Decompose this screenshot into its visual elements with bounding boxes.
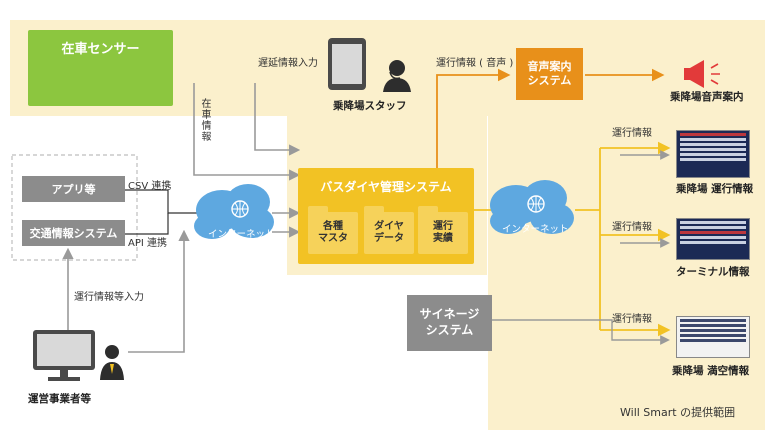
transit-label: 交通情報システム xyxy=(29,227,118,240)
voice-guidance-system-box: 音声案内 システム xyxy=(516,48,583,100)
run-info-voice-label: 運行情報 ( 音声 ) xyxy=(436,58,514,69)
signage-label: サイネージ システム xyxy=(419,307,480,337)
terminal-info-label: ターミナル情報 xyxy=(676,266,750,278)
internet-left-label: インターネット xyxy=(208,229,275,240)
folder-run-results: 運行 実績 xyxy=(418,206,468,254)
in-vehicle-sensor-box: 在車センサー xyxy=(28,30,173,106)
edge-delay-input xyxy=(254,83,301,156)
folder-schedule-label: ダイヤ データ xyxy=(374,220,404,245)
internet-right-label: インターネット xyxy=(502,224,569,235)
tablet-icon xyxy=(328,38,366,90)
sensor-title: 在車センサー xyxy=(61,42,140,57)
internet-right-cloud xyxy=(490,180,574,234)
delay-input-label: 遅延情報入力 xyxy=(258,58,318,69)
edge-core-voice xyxy=(436,68,511,168)
scope-caption: Will Smart の提供範囲 xyxy=(612,402,744,424)
internet-left-cloud xyxy=(194,184,274,239)
in-vehicle-info-label: 在車情報 xyxy=(199,98,210,142)
operator-person-icon xyxy=(100,345,124,380)
folder-masters-label: 各種 マスタ xyxy=(318,220,348,245)
platform-vacancy-label: 乗降場 満空情報 xyxy=(672,365,750,377)
staff-person-icon xyxy=(383,60,411,92)
folder-masters: 各種 マスタ xyxy=(308,206,358,254)
platform-vacancy-display xyxy=(676,316,750,358)
edge-in-vehicle xyxy=(193,83,301,181)
core-title: バスダイヤ管理システム xyxy=(320,180,452,194)
external-systems-group xyxy=(11,154,138,261)
edge-csv xyxy=(125,189,198,214)
platform-voice-label: 乗降場音声案内 xyxy=(670,91,744,103)
folder-schedule-data: ダイヤ データ xyxy=(364,206,414,254)
run-info-label-1: 運行情報 xyxy=(612,128,652,139)
folder-results-label: 運行 実績 xyxy=(433,220,453,245)
csv-link-label: CSV 連携 xyxy=(128,181,172,192)
staff-label: 乗降場スタッフ xyxy=(333,100,407,112)
operator-computer-icon xyxy=(33,330,95,381)
app-label: アプリ等 xyxy=(51,183,96,196)
run-info-label-2: 運行情報 xyxy=(612,222,652,233)
megaphone-icon xyxy=(684,60,720,88)
terminal-info-display xyxy=(676,218,750,260)
app-box: アプリ等 xyxy=(22,176,125,202)
edge-api xyxy=(125,213,169,235)
signage-system-box: サイネージ システム xyxy=(407,295,492,351)
run-info-label-3: 運行情報 xyxy=(612,314,652,325)
operator-label: 運営事業者等 xyxy=(28,393,91,405)
voice-system-label: 音声案内 システム xyxy=(527,59,572,87)
platform-run-info-label: 乗降場 運行情報 xyxy=(676,183,754,195)
api-link-label: API 連携 xyxy=(128,238,167,249)
edge-signage-vacancy xyxy=(492,319,670,345)
platform-run-info-display xyxy=(676,130,750,178)
transit-info-system-box: 交通情報システム xyxy=(22,220,125,246)
run-info-input-label: 運行情報等入力 xyxy=(74,292,144,303)
edge-operator-internet xyxy=(128,229,190,353)
